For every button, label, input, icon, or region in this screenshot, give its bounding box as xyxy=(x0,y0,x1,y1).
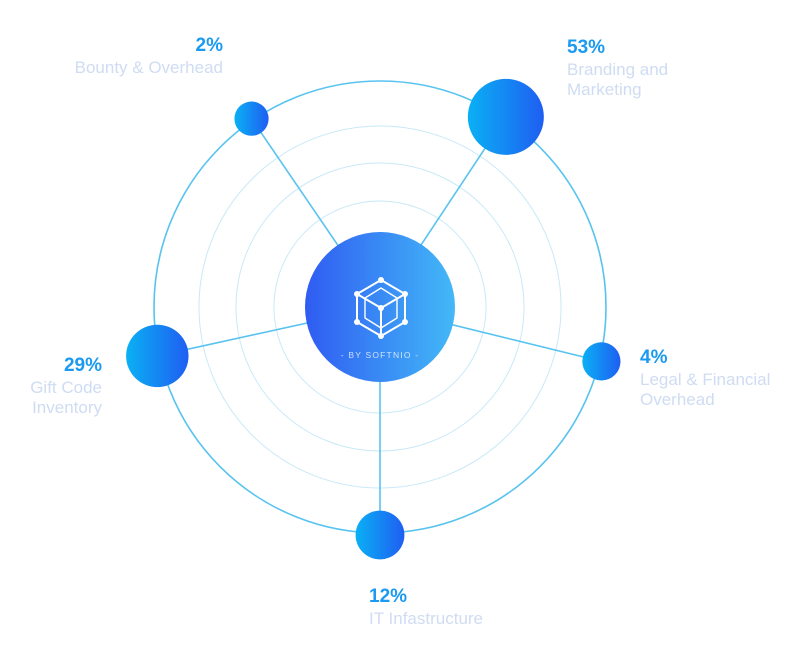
segment-name: Overhead xyxy=(640,390,715,410)
segment-name: Inventory xyxy=(32,398,102,418)
segment-percent: 53% xyxy=(567,37,606,58)
segment-name: Legal & Financial xyxy=(640,369,771,389)
segment-node xyxy=(467,78,544,155)
segment-name: IT Infastructure xyxy=(369,608,484,628)
cube-network-icon xyxy=(354,277,408,339)
segment-label-bounty: 2% Bounty & Overhead xyxy=(75,35,223,78)
segment-node xyxy=(582,342,621,381)
segment-name: Bounty & Overhead xyxy=(74,57,223,77)
segment-label-it: 12% IT Infastructure xyxy=(369,586,483,629)
segment-percent: 12% xyxy=(369,586,408,607)
segment-percent: 2% xyxy=(195,35,223,56)
segment-node xyxy=(355,510,405,560)
segment-name: Marketing xyxy=(567,80,642,100)
segment-name: Gift Code xyxy=(30,377,102,397)
segment-label-gift-code: 29% Gift Code Inventory xyxy=(30,355,102,419)
segment-node xyxy=(234,101,269,136)
segment-percent: 29% xyxy=(63,355,102,376)
segment-label-legal: 4% Legal & Financial Overhead xyxy=(640,347,770,411)
segment-percent: 4% xyxy=(640,347,668,368)
segment-name: Branding and xyxy=(567,59,669,79)
center-badge: - BY SOFTNIO - xyxy=(305,232,455,382)
center-caption: - BY SOFTNIO - xyxy=(341,350,420,360)
segment-nodes xyxy=(126,78,621,560)
segment-label-branding: 53% Branding and Marketing xyxy=(567,37,668,101)
segment-node xyxy=(126,324,189,388)
